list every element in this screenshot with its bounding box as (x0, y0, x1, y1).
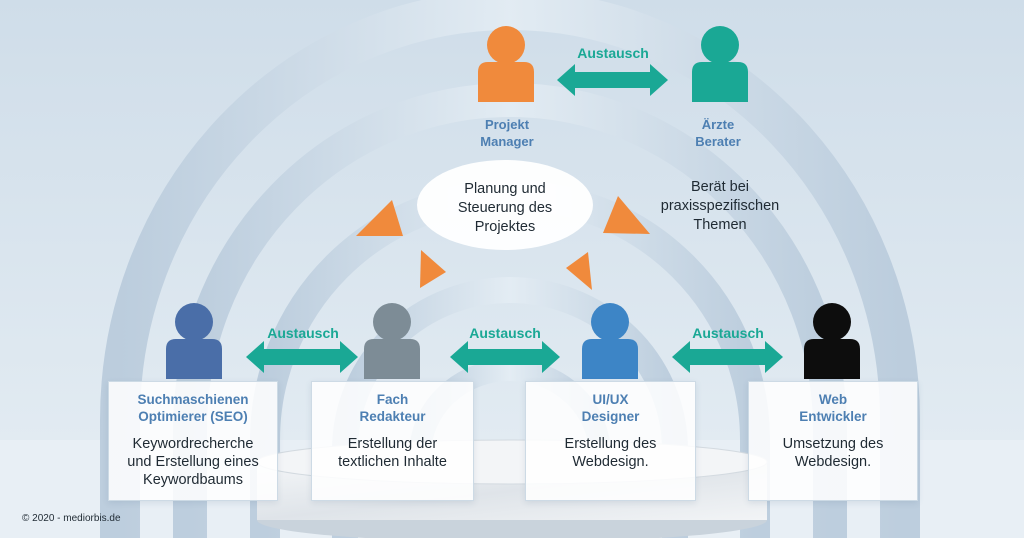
double-arrow-top (557, 64, 668, 96)
role-card-designer: UI/UX Designer Erstellung des Webdesign. (525, 381, 696, 501)
role-title-line2: Redakteur (359, 409, 426, 424)
role-title: Web Entwickler (749, 391, 917, 425)
role-card-seo: Suchmaschienen Optimierer (SEO) Keywordr… (108, 381, 278, 501)
doctors-line2: Berater (695, 134, 741, 149)
role-desc-line2: textlichen Inhalte (338, 454, 447, 470)
person-icon-designer (582, 303, 638, 379)
role-title-line1: UI/UX (592, 392, 629, 407)
pointer-triangle (603, 196, 650, 234)
planning-line1: Planung und (464, 181, 546, 197)
role-description: Keywordrecherche und Erstellung eines Ke… (109, 435, 277, 489)
role-desc-line2: Webdesign. (572, 454, 649, 470)
role-description: Erstellung der textlichen Inhalte (312, 435, 473, 471)
person-icon-doctors (692, 26, 748, 102)
role-title: Suchmaschienen Optimierer (SEO) (109, 391, 277, 425)
doctors-line1: Ärzte (701, 117, 735, 132)
role-title: Fach Redakteur (312, 391, 473, 425)
project-manager-label: Projekt Manager (452, 116, 562, 150)
double-arrow-1 (246, 341, 358, 373)
doctors-label: Ärzte Berater (663, 116, 773, 150)
pointer-triangle (356, 200, 403, 236)
double-arrow-2 (450, 341, 560, 373)
role-desc-line1: Erstellung des (564, 436, 657, 452)
role-title-line1: Web (818, 392, 848, 407)
advice-text: Berät bei praxisspezifischen Themen (650, 178, 790, 235)
role-desc-line2: Webdesign. (794, 454, 872, 470)
role-title-line2: Designer (581, 409, 640, 424)
advice-line2: praxisspezifischen (660, 198, 780, 214)
role-desc-line1: Erstellung der (347, 436, 438, 452)
double-arrow-3 (672, 341, 783, 373)
advice-line3: Themen (693, 217, 747, 233)
person-icon-project-manager (478, 26, 534, 102)
person-icon-developer (804, 303, 860, 379)
role-desc-line2: und Erstellung eines (127, 454, 259, 470)
planning-line2: Steuerung des (457, 200, 553, 216)
planning-text: Planung und Steuerung des Projektes (435, 180, 575, 237)
role-title: UI/UX Designer (526, 391, 695, 425)
role-description: Umsetzung des Webdesign. (749, 435, 917, 471)
exchange-label-2: Austausch (469, 325, 541, 341)
role-title-line1: Fach (376, 392, 409, 407)
project-manager-line1: Projekt (484, 117, 530, 132)
copyright-footer: © 2020 - mediorbis.de (22, 513, 121, 524)
role-card-editor: Fach Redakteur Erstellung der textlichen… (311, 381, 474, 501)
person-icon-seo (166, 303, 222, 379)
role-desc-line3: Keywordbaums (143, 472, 243, 488)
role-description: Erstellung des Webdesign. (526, 435, 695, 471)
pointer-triangle (420, 250, 446, 288)
pointer-triangle (566, 252, 592, 290)
role-desc-line1: Umsetzung des (782, 436, 884, 452)
role-desc-line1: Keywordrecherche (132, 436, 254, 452)
project-manager-line2: Manager (480, 134, 534, 149)
role-title-line2: Entwickler (799, 409, 867, 424)
role-card-developer: Web Entwickler Umsetzung des Webdesign. (748, 381, 918, 501)
planning-bubble (417, 160, 593, 250)
advice-line1: Berät bei (690, 179, 750, 195)
exchange-label-3: Austausch (692, 325, 764, 341)
exchange-label-1: Austausch (267, 325, 339, 341)
role-title-line2: Optimierer (SEO) (138, 409, 248, 424)
planning-line3: Projektes (474, 219, 536, 235)
exchange-label-top: Austausch (577, 45, 649, 61)
person-icon-editor (364, 303, 420, 379)
role-title-line1: Suchmaschienen (137, 392, 249, 407)
